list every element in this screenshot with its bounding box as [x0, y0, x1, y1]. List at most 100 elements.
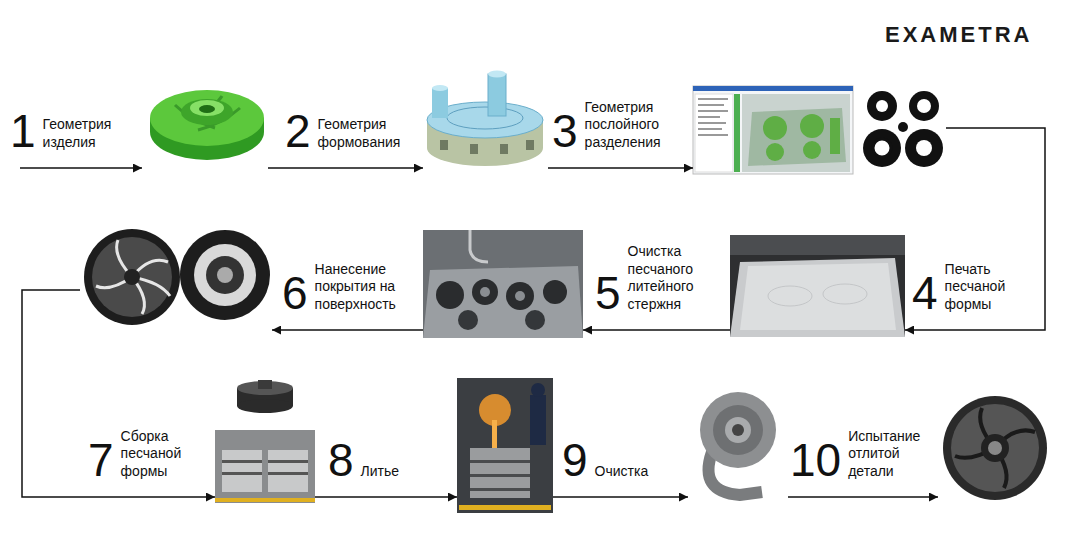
- casting-photo: [459, 505, 551, 510]
- mold-assembly-photo: [215, 430, 315, 503]
- cast-part: [700, 392, 776, 495]
- flow-arrow: [788, 496, 938, 498]
- layer-slices: [876, 100, 888, 112]
- core-cleaning-photo: [423, 266, 583, 338]
- core-cleaning-photo: [423, 230, 583, 338]
- impeller-render: [150, 90, 264, 160]
- step-number: 1: [10, 108, 36, 154]
- step-number: 6: [282, 270, 308, 316]
- mold-assembly-photo: [268, 460, 308, 463]
- coated-mold-halves: [206, 256, 244, 294]
- step-caption: 3Геометрия послойного разделения: [552, 99, 675, 155]
- core-cleaning-photo: [525, 310, 545, 330]
- layer-slices: [909, 91, 939, 121]
- software-screenshot: [803, 141, 821, 159]
- impeller-render: [150, 90, 264, 146]
- impeller-render: [181, 99, 233, 125]
- process-step: 4Печать песчаной формы: [730, 235, 905, 337]
- process-step: 10Испытание отлитой детали: [938, 392, 1052, 504]
- impeller-render: [199, 105, 215, 113]
- cast-part: [732, 424, 744, 436]
- mold-model: [488, 74, 506, 116]
- sand-printer-photo: [730, 258, 905, 337]
- layer-slices: [916, 140, 932, 156]
- cast-part: [713, 405, 763, 455]
- layer-slices: [917, 99, 931, 113]
- impeller-render: [190, 100, 224, 116]
- step-number: 8: [328, 437, 354, 483]
- finished-impeller: [981, 434, 1009, 462]
- core-cleaning-photo: [515, 291, 525, 301]
- step-label: Нанесение покрытия на поверхность: [315, 261, 415, 317]
- mold-model: [440, 140, 448, 150]
- casting-photo: [492, 420, 497, 448]
- software-screenshot: [766, 143, 784, 161]
- mold-assembly-photo: [268, 472, 308, 475]
- core-cleaning-photo: [472, 279, 498, 305]
- software-screenshot: [742, 94, 850, 172]
- sand-printer-photo: [768, 286, 812, 306]
- software-screenshot: [693, 86, 853, 91]
- mold-assembly-photo: [215, 498, 315, 502]
- brand-logo: EXAMETRA: [885, 22, 1032, 48]
- layer-slices: [860, 86, 946, 172]
- layer-slices: [873, 139, 891, 157]
- layer-slices: [867, 91, 897, 121]
- process-step: 2Геометрия формования: [423, 66, 548, 175]
- finished-impeller: [943, 396, 1047, 500]
- core-cleaning-photo: [436, 281, 464, 309]
- mold-assembly-photo: [222, 472, 262, 475]
- core-cleaning-photo: [423, 230, 583, 338]
- core-cleaning-photo: [543, 280, 567, 304]
- sand-printer-photo: [740, 263, 896, 330]
- step-caption: 6Нанесение покрытия на поверхность: [282, 261, 415, 317]
- casting-photo: [531, 383, 545, 397]
- step-label: Геометрия формования: [318, 116, 408, 154]
- step-caption: 5Очистка песчаного литейного стержня: [595, 243, 713, 316]
- step-label: Очистка: [595, 463, 649, 484]
- core-cleaning-photo: [470, 230, 488, 262]
- step-caption: 9Очистка: [562, 437, 648, 483]
- finished-impeller: [951, 404, 1039, 492]
- step-label: Испытание отлитой детали: [848, 428, 933, 484]
- step-number: 9: [562, 437, 588, 483]
- software-screenshot: [695, 94, 733, 172]
- software-screenshot: [698, 104, 724, 106]
- casting-photo: [470, 488, 530, 491]
- flow-arrow: [272, 329, 423, 331]
- finished-impeller: [988, 441, 1002, 455]
- flow-arrow: [583, 329, 730, 331]
- software-screenshot: [698, 98, 728, 100]
- coated-mold-halves: [180, 230, 270, 320]
- mold-model: [432, 88, 448, 118]
- process-step: 9Очистка: [688, 385, 788, 503]
- process-step: 3Геометрия послойного разделения: [693, 85, 946, 175]
- step-number: 5: [595, 270, 621, 316]
- mold-model: [526, 140, 534, 150]
- coated-mold-halves: [124, 269, 140, 285]
- mold-model: [427, 71, 543, 167]
- core-cleaning-photo: [506, 282, 534, 310]
- mold-model: [470, 144, 478, 154]
- mold-assembly-photo: [237, 381, 293, 395]
- step-label: Сборка песчаной формы: [121, 428, 201, 484]
- coated-mold-halves: [217, 267, 233, 283]
- casting-photo: [470, 448, 530, 498]
- sand-printer-photo: [730, 235, 905, 337]
- step-number: 7: [88, 437, 114, 483]
- core-cleaning-photo: [480, 287, 490, 297]
- casting-photo: [470, 460, 530, 463]
- software-screenshot: [748, 108, 846, 166]
- mold-assembly-photo: [258, 380, 272, 389]
- step-caption: 7Сборка песчаной формы: [88, 428, 201, 484]
- software-screenshot: [698, 116, 720, 118]
- flow-arrow: [315, 496, 457, 498]
- software-screenshot: [698, 134, 728, 136]
- step-caption: 10Испытание отлитой детали: [790, 428, 933, 484]
- sand-printer-photo: [823, 284, 867, 304]
- step-caption: 1Геометрия изделия: [10, 108, 123, 154]
- mold-assembly-photo: [215, 380, 315, 503]
- process-step: 7Сборка песчаной формы: [215, 376, 315, 503]
- mold-model: [447, 107, 523, 129]
